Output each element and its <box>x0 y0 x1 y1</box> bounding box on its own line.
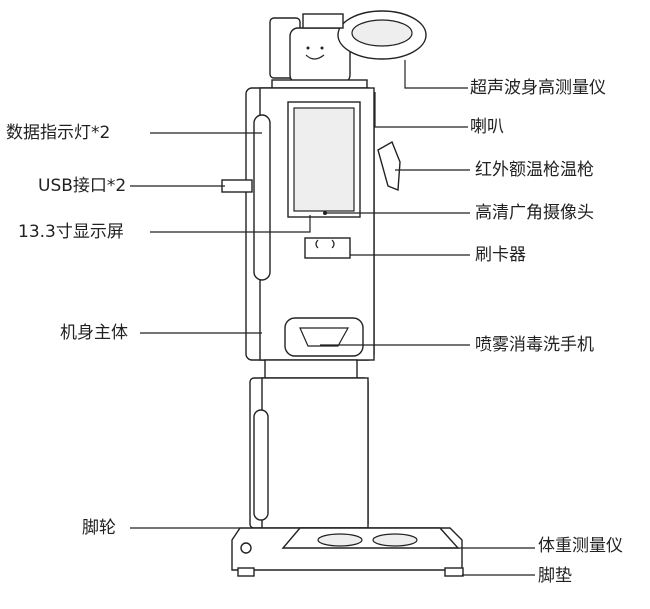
column <box>249 359 369 529</box>
usb-port <box>221 179 253 193</box>
label-foot-pad: 脚垫 <box>538 566 572 586</box>
sanitizer <box>284 317 364 357</box>
label-card-reader: 刷卡器 <box>475 245 526 265</box>
main-body <box>221 87 401 361</box>
label-caster: 脚轮 <box>82 518 116 538</box>
ultrasonic-head <box>269 10 427 93</box>
label-indicator: 数据指示灯*2 <box>6 123 111 143</box>
label-thermometer: 红外额温枪温枪 <box>475 160 594 180</box>
indicator-light <box>253 114 271 281</box>
card-reader <box>304 237 351 259</box>
label-screen: 13.3寸显示屏 <box>18 222 124 242</box>
label-camera: 高清广角摄像头 <box>475 203 594 223</box>
scale-base <box>231 527 464 577</box>
label-ultrasonic: 超声波身高测量仪 <box>470 78 606 98</box>
label-body: 机身主体 <box>60 323 128 343</box>
leader-lines <box>130 60 535 576</box>
label-sanitizer: 喷雾消毒洗手机 <box>475 335 594 355</box>
thermometer <box>377 140 401 192</box>
label-scale: 体重测量仪 <box>538 536 623 556</box>
label-speaker: 喇叭 <box>470 117 504 137</box>
label-usb: USB接口*2 <box>38 176 127 196</box>
